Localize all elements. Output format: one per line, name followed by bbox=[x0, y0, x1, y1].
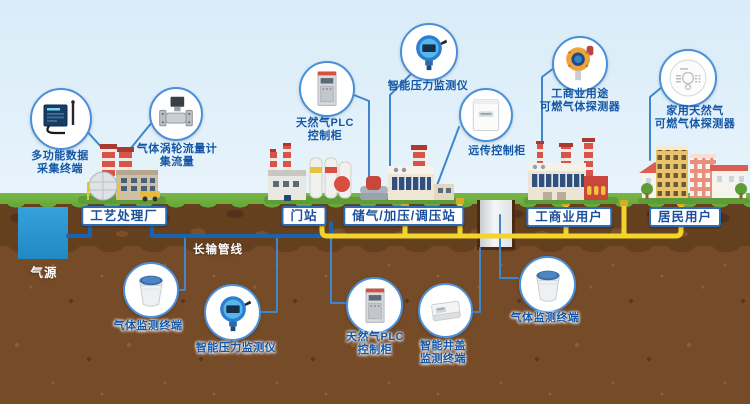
callout-gas-terminal-left bbox=[123, 262, 179, 318]
station-residential-user: 居民用户 bbox=[648, 207, 722, 227]
callout-household-detector bbox=[659, 49, 717, 107]
label-remote-cabinet: 远传控制柜 bbox=[468, 145, 526, 157]
label-data-terminal: 多功能数据 采集终端 bbox=[31, 150, 89, 175]
label-plc-cabinet-top: 天然气PLC 控制柜 bbox=[296, 117, 354, 142]
label-turbine-flowmeter: 气体涡轮流量计 集流量 bbox=[136, 143, 218, 168]
manhole-shaft bbox=[477, 200, 515, 250]
smart-manhole-monitor-icon bbox=[430, 300, 461, 321]
callout-data-terminal bbox=[30, 88, 92, 150]
smart-pressure-monitor-icon bbox=[416, 35, 448, 71]
callout-pressure-monitor-top bbox=[400, 23, 458, 81]
topsoil-edge bbox=[0, 246, 750, 256]
plc-cabinet-icon bbox=[364, 287, 385, 323]
industrial-gas-detector-icon bbox=[566, 45, 594, 81]
station-storage: 储气/加压/调压站 bbox=[343, 206, 465, 226]
callout-industrial-detector bbox=[552, 36, 608, 92]
gas-source-water-block bbox=[18, 207, 68, 259]
station-gate: 门站 bbox=[281, 206, 327, 226]
label-industrial-detector: 工商业用途 可燃气体探测器 bbox=[539, 88, 621, 113]
callout-plc-cabinet-bottom bbox=[346, 277, 403, 334]
station-processing-plant: 工艺处理厂 bbox=[81, 206, 167, 226]
gas-source-label: 气源 bbox=[30, 266, 58, 280]
gas-monitoring-terminal-icon bbox=[535, 270, 560, 302]
callout-gas-terminal-right bbox=[519, 256, 576, 313]
callout-plc-cabinet-top bbox=[299, 61, 355, 117]
label-manhole-monitor: 智能井盖 监测终端 bbox=[420, 340, 466, 365]
callout-turbine-flowmeter bbox=[149, 87, 203, 141]
household-gas-detector-icon bbox=[669, 59, 707, 97]
long-pipeline-label: 长输管线 bbox=[193, 244, 243, 256]
callout-manhole-monitor bbox=[418, 283, 473, 338]
label-plc-cabinet-bottom: 天然气PLC 控制柜 bbox=[346, 331, 404, 356]
plc-cabinet-icon bbox=[317, 71, 337, 106]
remote-control-cabinet-icon bbox=[472, 99, 500, 131]
callout-remote-cabinet bbox=[459, 88, 513, 142]
label-household-detector: 家用天然气 可燃气体探测器 bbox=[654, 105, 736, 130]
gas-turbine-flowmeter-icon bbox=[159, 96, 193, 127]
callout-pressure-monitor-bottom bbox=[204, 284, 261, 341]
data-collection-terminal-icon bbox=[43, 100, 75, 135]
label-gas-terminal-right: 气体监测终端 bbox=[510, 312, 580, 324]
label-gas-terminal-left: 气体监测终端 bbox=[113, 320, 183, 332]
station-industrial-user: 工商业用户 bbox=[526, 207, 612, 227]
gas-monitoring-terminal-icon bbox=[138, 275, 164, 307]
smart-pressure-monitor-icon bbox=[219, 295, 251, 331]
label-pressure-monitor-top: 智能压力监测仪 bbox=[387, 80, 469, 92]
label-pressure-monitor-bottom: 智能压力监测仪 bbox=[195, 342, 277, 354]
